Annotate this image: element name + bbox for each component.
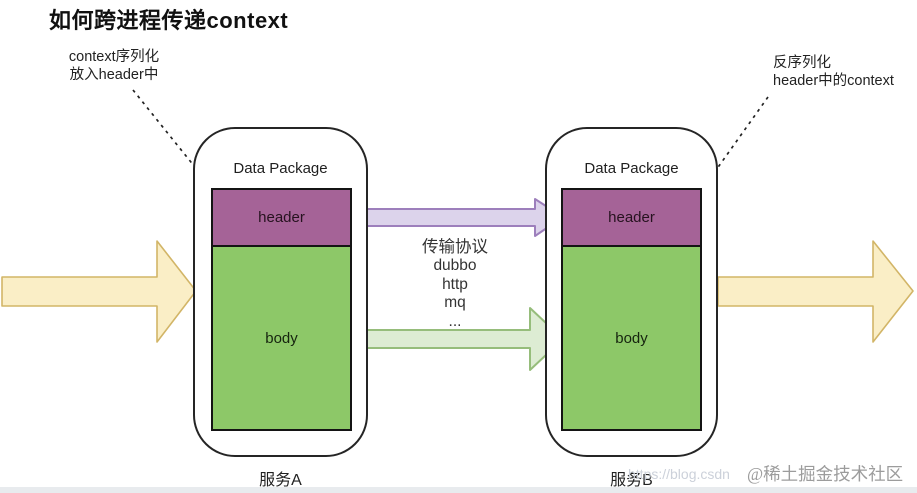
package-b-title: Data Package: [584, 160, 679, 177]
page-title: 如何跨进程传递context: [49, 8, 289, 33]
package-b-header-label: header: [608, 209, 655, 226]
bottom-strip: [0, 487, 917, 493]
annotation-serialize-line2: 放入header中: [69, 66, 159, 83]
flow-arrow-out: [717, 240, 914, 343]
watermark-url: https://blog.csdn: [628, 466, 730, 482]
package-a-stack: header body: [211, 188, 352, 431]
package-b-body-section: body: [563, 247, 700, 429]
package-b-stack: header body: [561, 188, 702, 431]
package-a-title: Data Package: [233, 160, 328, 177]
package-a-body-label: body: [265, 329, 298, 347]
annotation-serialize-line1: context序列化: [68, 49, 160, 65]
annotation-deserialize-line1: 反序列化: [773, 55, 831, 71]
package-a-body-section: body: [213, 247, 350, 429]
annotation-deserialize-line2: header中的context: [773, 72, 894, 89]
package-a-header-section: header: [213, 190, 350, 247]
package-b-body-label: body: [615, 329, 648, 347]
protocol-item: http: [442, 275, 468, 293]
annotation-deserialize: 反序列化 header中的context: [773, 55, 894, 90]
transport-title: 传输协议: [422, 238, 488, 256]
flow-arrow-in: [1, 240, 197, 343]
header-arrow: [351, 198, 564, 237]
annotation-serialize: context序列化 放入header中: [58, 49, 170, 84]
protocol-item: dubbo: [433, 257, 477, 274]
protocol-item: ...: [448, 312, 462, 330]
package-b-header-section: header: [563, 190, 700, 247]
transport-protocols: 传输协议 dubbo http mq ...: [385, 238, 525, 331]
watermark-community: @稀土掘金技术社区: [747, 464, 904, 484]
package-a-header-label: header: [258, 209, 305, 226]
service-a-caption: 服务A: [259, 472, 302, 489]
service-b-caption: 服务B: [610, 472, 653, 489]
protocol-item: mq: [444, 294, 466, 311]
